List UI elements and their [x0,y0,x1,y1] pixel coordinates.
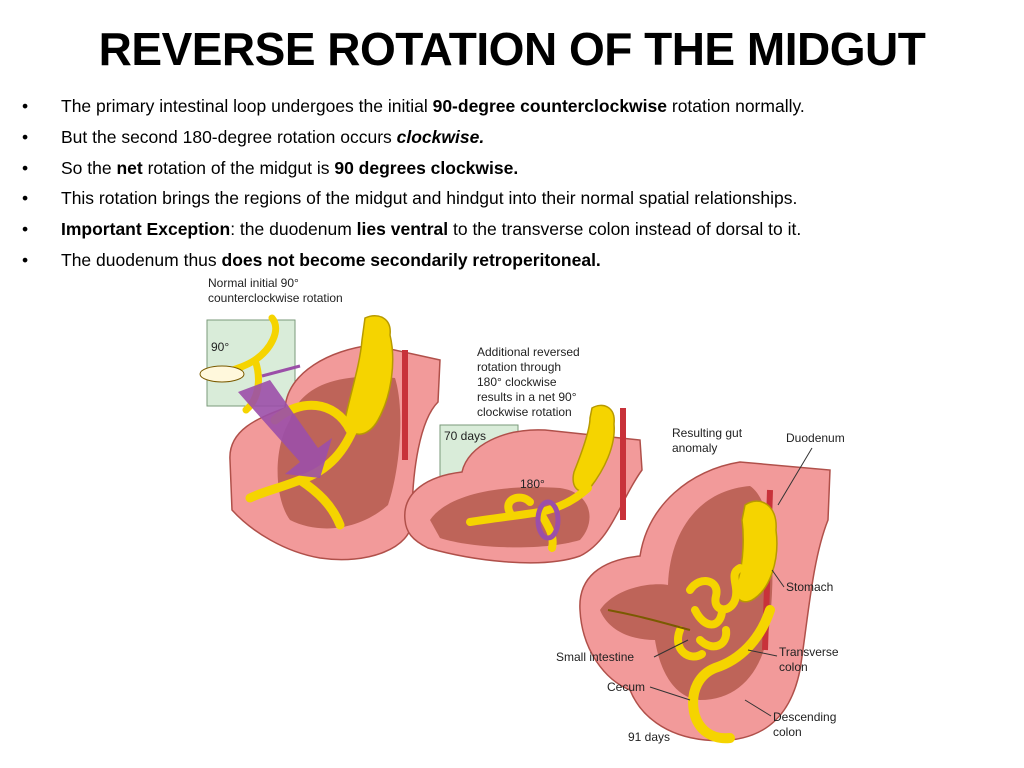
leader-duodenum [777,447,813,506]
bullet-marker: • [22,219,29,240]
label-resulting-2: anomaly [672,441,717,455]
bullet-marker: • [22,157,29,178]
bullet-emphasis: lies ventral [356,219,449,240]
label-small-intestine: Small intestine [556,650,634,664]
label-additional-3: 180° clockwise [477,375,557,389]
label-90-degrees: 90° [211,340,229,354]
bullet-emphasis: Important Exception [61,219,231,240]
label-transverse-colon-2: colon [779,660,808,674]
bullet-item: • So the net rotation of the midgut is 90… [20,153,1010,184]
label-additional-2: rotation through [477,360,561,374]
bullet-marker: • [22,188,29,209]
bullet-text: rotation normally. [667,96,805,116]
leader-stomach [771,569,785,588]
label-additional-5: clockwise rotation [477,405,572,419]
rotation-ring-180 [535,499,561,541]
bullet-item: • But the second 180-degree rotation occu… [20,122,1010,153]
bullet-text: rotation of the midgut is [142,157,335,178]
label-resulting-1: Resulting gut [672,426,743,440]
slide-title: REVERSE ROTATION OF THE MIDGUT [98,23,926,75]
small-intestine-91-days [674,564,744,661]
bullet-emphasis: net [116,157,143,178]
bullet-text: This rotation brings the regions of the … [61,188,798,209]
bullet-item: • This rotation brings the regions of the… [20,183,1010,214]
bullet-list: • The primary intestinal loop undergoes t… [20,91,1010,276]
abdominal-cavity-91-days [600,486,773,700]
leader-descending-colon [744,699,772,717]
direction-arrow-large [238,380,332,478]
bullet-item: • The duodenum thus does not become secon… [20,245,1010,276]
bullet-emphasis: 90-degree counterclockwise [432,96,667,116]
bullet-text: The primary intestinal loop undergoes th… [61,96,433,116]
stomach-initial [344,314,394,435]
label-normal-rotation-2: counterclockwise rotation [208,291,343,305]
label-descending-colon-2: colon [773,725,802,739]
bullet-text: But the second 180-degree rotation occur… [61,126,397,147]
bullet-emphasis: clockwise. [396,126,485,147]
bullet-emphasis: does not become secondarily retroperiton… [221,249,601,270]
bullet-text: to the transverse colon instead of dorsa… [448,219,802,240]
label-additional-4: results in a net 90° [477,390,577,404]
label-180-degrees: 180° [520,477,545,491]
bullet-emphasis: 90 degrees clockwise. [334,157,519,178]
transverse-colon-91-days [688,605,775,744]
stomach-91-days [735,500,778,603]
mesentery-91-days [607,609,691,631]
bullet-text: So the [61,157,117,178]
label-91-days: 91 days [628,730,670,744]
label-descending-colon-1: Descending [773,710,836,724]
midgut-rotation-illustration: Normal initial 90° counterclockwise rota… [199,276,845,744]
label-stomach: Stomach [786,580,833,594]
mesentery-axis-initial [199,365,245,383]
leader-cecum [649,686,691,701]
leader-small-intestine [653,639,689,658]
bullet-item: • The primary intestinal loop undergoes t… [20,91,1010,122]
label-duodenum: Duodenum [786,431,845,445]
leader-transverse-colon [747,649,778,657]
bullet-item: • Important Exception: the duodenum lies … [20,214,1010,245]
bullet-marker: • [22,249,29,270]
bullet-text: : the duodenum [230,219,357,240]
rotation-arrow-initial [261,364,301,378]
label-transverse-colon-1: Transverse [779,645,839,659]
label-additional-1: Additional reversed [477,345,580,359]
label-70-days: 70 days [444,429,486,443]
bullet-marker: • [22,126,29,147]
label-normal-rotation-1: Normal initial 90° [208,276,299,290]
label-cecum: Cecum [607,680,645,694]
bullet-text: The duodenum thus [61,249,222,270]
bullet-marker: • [22,96,29,116]
